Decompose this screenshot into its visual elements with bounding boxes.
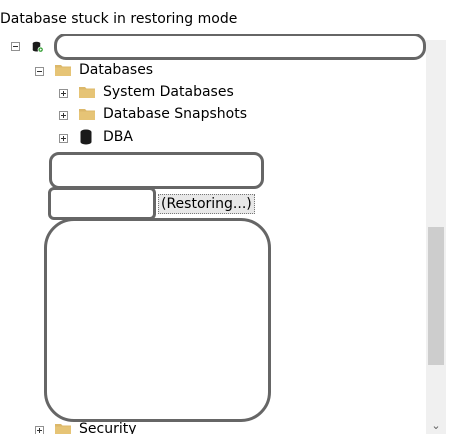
- object-explorer-tree: Databases System Databases Database Snap…: [0, 34, 426, 434]
- expand-icon[interactable]: [59, 89, 68, 98]
- expand-icon[interactable]: [59, 111, 68, 120]
- server-icon: [32, 41, 44, 53]
- folder-icon: [79, 109, 95, 120]
- redacted-tree-region: [44, 218, 271, 422]
- dba-label: DBA: [103, 129, 133, 145]
- redacted-database-name: [49, 152, 264, 189]
- redacted-restoring-database-name: [48, 187, 156, 220]
- scrollbar-thumb[interactable]: [428, 227, 444, 365]
- page-caption: Database stuck in restoring mode: [0, 11, 238, 27]
- tree-node-dba[interactable]: DBA: [0, 126, 426, 148]
- collapse-icon[interactable]: [35, 67, 44, 76]
- database-icon: [80, 129, 92, 145]
- expand-icon[interactable]: [59, 134, 68, 143]
- database-snapshots-label: Database Snapshots: [103, 106, 247, 122]
- scroll-down-icon[interactable]: ⌄: [431, 419, 441, 432]
- tree-node-security[interactable]: Security: [0, 418, 426, 434]
- redacted-server-name: [54, 34, 426, 60]
- tree-node-database-snapshots[interactable]: Database Snapshots: [0, 103, 426, 125]
- databases-label: Databases: [79, 62, 154, 78]
- folder-icon: [55, 424, 71, 434]
- restoring-status-label[interactable]: (Restoring...): [158, 194, 255, 214]
- expand-icon[interactable]: [35, 426, 44, 434]
- system-databases-label: System Databases: [103, 84, 234, 100]
- vertical-scrollbar[interactable]: ⌄: [426, 40, 446, 434]
- tree-node-system-databases[interactable]: System Databases: [0, 81, 426, 103]
- security-label: Security: [79, 421, 137, 434]
- folder-icon: [55, 65, 71, 76]
- tree-node-server[interactable]: [0, 34, 426, 60]
- folder-icon: [79, 87, 95, 98]
- collapse-icon[interactable]: [11, 42, 20, 51]
- tree-node-databases[interactable]: Databases: [0, 59, 426, 81]
